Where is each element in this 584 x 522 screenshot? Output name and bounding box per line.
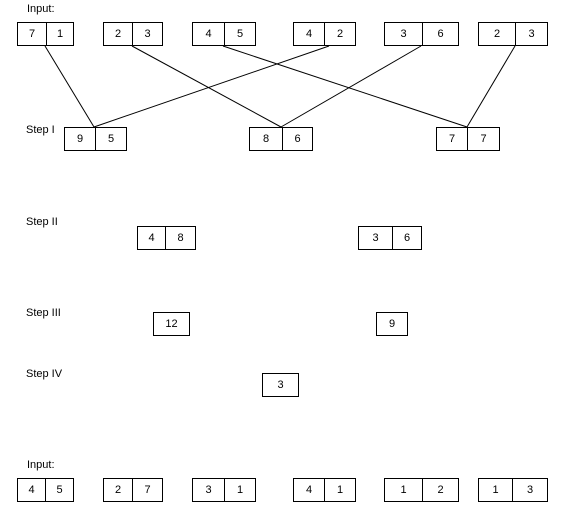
cell-left: 2 <box>114 28 122 40</box>
cell-value: 12 <box>165 318 178 330</box>
input-top-label: Input: <box>27 3 55 15</box>
input-bottom-box-3: 3 1 <box>192 478 256 502</box>
input-top-box-4: 4 2 <box>293 22 356 46</box>
step3-box-1: 12 <box>153 312 190 336</box>
step1-box-3: 7 7 <box>436 127 500 151</box>
input-top-box-5: 3 6 <box>384 22 459 46</box>
cell-left: 1 <box>492 484 499 496</box>
cell-left: 4 <box>305 28 313 40</box>
cell-left: 4 <box>28 484 35 496</box>
cell-left: 2 <box>493 28 501 40</box>
input-bottom-box-5: 1 2 <box>384 478 459 502</box>
connector-a4-to-b1 <box>93 45 330 128</box>
input-bottom-label: Input: <box>27 459 55 471</box>
step2-label: Step II <box>26 216 58 228</box>
cell-left: 3 <box>205 484 212 496</box>
cell-left: 7 <box>28 28 36 40</box>
step1-box-2: 8 6 <box>249 127 313 151</box>
cell-right: 1 <box>224 479 255 501</box>
input-top-box-1: 7 1 <box>17 22 74 46</box>
step2-box-2: 3 6 <box>358 226 422 250</box>
cell-left: 3 <box>400 28 407 40</box>
cell-right: 3 <box>132 23 162 45</box>
cell-left: 8 <box>262 133 270 145</box>
cell-right: 6 <box>422 23 458 45</box>
connector-a2-to-b2 <box>131 45 282 128</box>
cell-left: 9 <box>76 133 84 145</box>
connector-a6-to-b3 <box>466 45 516 128</box>
input-bottom-box-6: 1 3 <box>478 478 548 502</box>
step1-box-1: 9 5 <box>64 127 127 151</box>
cell-left: 7 <box>448 133 456 145</box>
cell-right: 8 <box>165 227 195 249</box>
cell-right: 5 <box>95 128 126 150</box>
step2-box-1: 4 8 <box>137 226 196 250</box>
connector-a5-to-b2 <box>280 45 422 128</box>
connector-a3-to-b3 <box>222 45 468 128</box>
step3-box-2: 9 <box>376 312 408 336</box>
step1-label: Step I <box>26 124 55 136</box>
step4-box-1: 3 <box>262 373 299 397</box>
cell-right: 3 <box>512 479 547 501</box>
cell-right: 1 <box>46 23 73 45</box>
cell-left: 4 <box>205 28 212 40</box>
cell-right: 6 <box>392 227 421 249</box>
input-top-box-6: 2 3 <box>478 22 548 46</box>
cell-right: 1 <box>324 479 355 501</box>
cell-value: 3 <box>277 379 284 391</box>
cell-left: 2 <box>114 484 122 496</box>
input-bottom-box-2: 2 7 <box>103 478 163 502</box>
step4-label: Step IV <box>26 368 63 380</box>
cell-right: 2 <box>324 23 355 45</box>
cell-right: 7 <box>132 479 162 501</box>
connector-a1-to-b1 <box>44 45 95 128</box>
cell-left: 3 <box>372 232 379 244</box>
cell-left: 4 <box>305 484 313 496</box>
cell-right: 2 <box>422 479 458 501</box>
step3-label: Step III <box>26 307 61 319</box>
cell-right: 3 <box>515 23 547 45</box>
input-bottom-box-4: 4 1 <box>293 478 356 502</box>
input-top-box-2: 2 3 <box>103 22 163 46</box>
cell-right: 6 <box>282 128 312 150</box>
cell-right: 5 <box>45 479 73 501</box>
cell-right: 7 <box>467 128 499 150</box>
cell-right: 5 <box>224 23 255 45</box>
cell-value: 9 <box>388 318 396 330</box>
cell-left: 1 <box>400 484 407 496</box>
input-top-box-3: 4 5 <box>192 22 256 46</box>
input-bottom-box-1: 4 5 <box>17 478 74 502</box>
cell-left: 4 <box>148 232 155 244</box>
